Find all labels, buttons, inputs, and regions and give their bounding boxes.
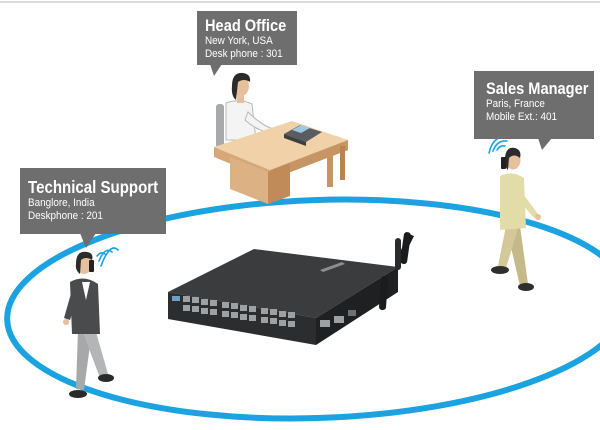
technical-support-callout: Technical Support Banglore, India Deskph…: [20, 168, 166, 234]
mobile-user-icon: [491, 147, 541, 291]
antenna-icon: [379, 232, 414, 311]
desk-phone-icon: [284, 125, 322, 146]
technical-support-location: Banglore, India: [28, 197, 95, 209]
sales-manager-callout: Sales Manager Paris, France Mobile Ext.:…: [474, 71, 594, 139]
ip-pbx-router-icon: [168, 249, 398, 345]
technical-support-extension: Deskphone : 201: [28, 210, 103, 222]
sales-manager-location: Paris, France: [486, 98, 545, 110]
head-office-callout-pointer: [210, 64, 222, 76]
sales-manager-title: Sales Manager: [486, 79, 589, 98]
mobile-user-icon: [63, 251, 114, 398]
sales-callout-pointer: [538, 138, 552, 150]
tech-callout-pointer: [80, 233, 96, 248]
technical-support-title: Technical Support: [28, 177, 159, 197]
head-office-location: New York, USA: [205, 35, 273, 47]
office-worker-icon: [216, 72, 282, 148]
network-ring: [4, 196, 600, 422]
desk-icon: [214, 121, 348, 204]
wifi-signal-icon: [96, 247, 119, 267]
sales-manager-extension: Mobile Ext.: 401: [486, 111, 557, 123]
head-office-callout: Head Office New York, USA Desk phone : 3…: [197, 11, 297, 65]
head-office-extension: Desk phone : 301: [205, 48, 283, 60]
head-office-title: Head Office: [205, 16, 287, 35]
